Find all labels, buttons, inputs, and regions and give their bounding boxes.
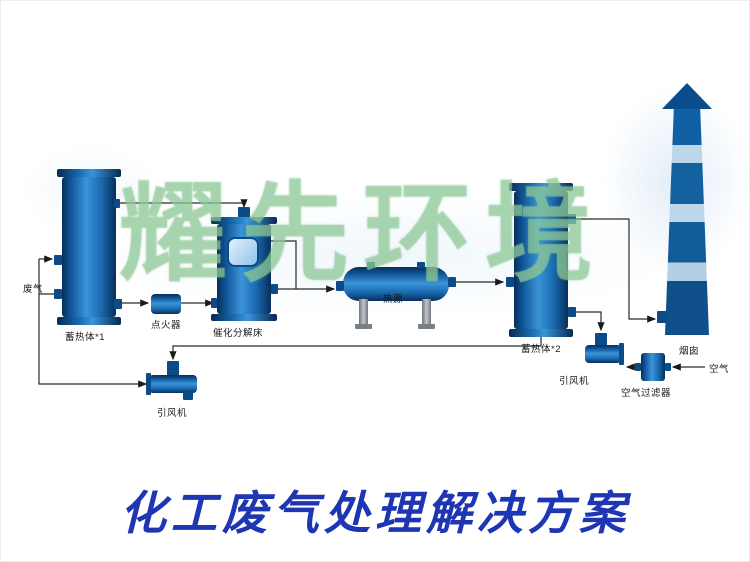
catalytic-bed-bottom-flange [211,314,277,321]
igniter-body [151,294,181,314]
fan-right-flange [619,343,624,365]
label-igniter: 点火器 [151,320,182,331]
regenerator2-bottom-nozzle [568,307,576,317]
regenerator1-outlet-nozzle-right [114,299,122,309]
igniter-unit [151,294,181,314]
label-catalytic-bed: 催化分解床 [213,328,264,339]
catalytic-bed-vessel [211,207,278,321]
label-air: 空气 [709,364,730,375]
heat-source-right-foot [418,324,435,329]
heat-source-left-leg [359,299,368,325]
chimney-inlet-nozzle [657,311,667,323]
catalytic-bed-left-nozzle [211,298,217,308]
fan-right-body [585,345,621,363]
label-waste-gas: 废气 [23,284,44,295]
label-regenerator2: 蓄热体*2 [521,344,561,355]
fan-left-flange [146,373,151,395]
label-chimney: 烟囱 [679,346,700,357]
induced-draft-fan-left [146,361,201,401]
label-heat-source: 热源 [383,294,404,305]
heat-source-top-nozzle-1 [367,262,375,268]
fan-right-inlet-stub [595,333,607,346]
regenerator1-shell [62,177,116,317]
air-filter-body [641,353,665,381]
regenerator1-inlet-nozzle [54,255,62,265]
chimney-stack [657,83,715,335]
regenerator2-shell [514,191,568,329]
heat-source-vessel [336,262,456,333]
air-filter-unit [635,353,671,381]
fan-left-outlet-stub [183,392,193,400]
regenerator2-top-flange [509,183,573,191]
label-fan-right: 引风机 [559,376,590,387]
regenerator2-inlet-nozzle [506,277,514,287]
regenerator1-top-flange [57,169,121,177]
air-filter-left-stub [635,363,641,371]
catalytic-bed-top-nozzle [238,207,250,218]
regenerator1-vessel [54,169,122,325]
label-air-filter: 空气过滤器 [621,388,672,399]
page-title: 化工废气处理解决方案 [120,488,630,539]
air-filter-right-stub [665,363,671,371]
regenerator2-bottom-flange [509,329,573,337]
regenerator1-top-nozzle [114,199,120,208]
chimney-cap [662,83,712,109]
regenerator1-bottom-flange [57,317,121,325]
catalytic-bed-top-flange [211,217,277,224]
regenerator2-top-nozzle [568,214,576,224]
chimney-body [665,109,709,335]
catalytic-bed-window [227,237,259,267]
heat-source-left-foot [355,324,372,329]
induced-draft-fan-right [585,333,625,371]
heat-source-right-leg [422,299,431,325]
label-regenerator1: 蓄热体*1 [65,332,105,343]
label-fan-left: 引风机 [157,408,188,419]
fan-left-body [149,375,197,393]
catalytic-bed-right-nozzle [271,284,278,294]
fan-left-inlet-stub [167,361,179,376]
heat-source-left-nozzle [336,281,344,291]
heat-source-top-nozzle-2 [417,262,425,268]
regenerator1-outlet-nozzle-left [54,289,62,299]
heat-source-shell [343,267,449,301]
regenerator2-vessel [506,183,576,337]
heat-source-right-nozzle [448,277,456,287]
